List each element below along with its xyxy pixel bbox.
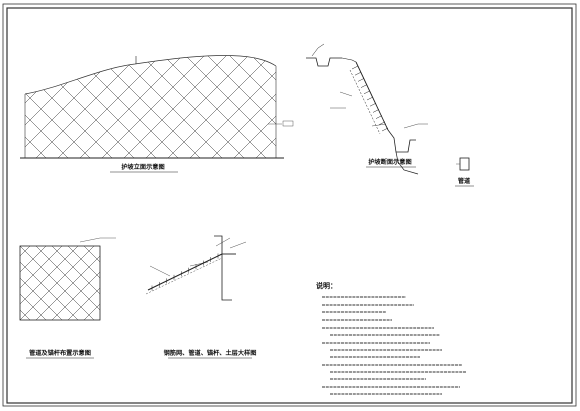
- crest-line: [341, 57, 357, 63]
- section-anchor: [363, 90, 371, 95]
- section-caption: 护坡断面示意图: [368, 158, 411, 166]
- mesh-line: [20, 261, 79, 320]
- inner-frame: [6, 7, 573, 404]
- anchor-layout-view: 管道及锚杆布置示意图: [19, 237, 116, 359]
- section-leader-1: [339, 91, 353, 97]
- mesh-line: [278, 38, 398, 158]
- mesh-line: [83, 246, 100, 263]
- detail-anchor-sleeve: [145, 257, 223, 295]
- mesh-line: [25, 55, 69, 159]
- layout-boundary: [19, 245, 101, 321]
- section-leader-3: [371, 123, 387, 127]
- section-anchor: [369, 102, 377, 107]
- layout-caption: 管道及锚杆布置示意图: [29, 349, 91, 357]
- mesh-detail-view: [145, 235, 252, 359]
- detail-leader-1: [229, 241, 247, 249]
- section-view: [306, 43, 428, 175]
- mesh-line: [35, 246, 100, 311]
- detail-leader-3: [149, 265, 171, 277]
- detail-leader-4: [189, 261, 209, 267]
- notes-body: [322, 296, 466, 395]
- mesh-line: [211, 55, 276, 159]
- mesh-line: [233, 55, 276, 159]
- mesh-line: [25, 55, 113, 159]
- elevation-caption: 护坡立面示意图: [121, 163, 164, 171]
- mesh-line: [25, 55, 91, 159]
- mesh-line: [278, 38, 398, 158]
- mesh-line: [189, 55, 276, 159]
- mesh-line: [83, 303, 100, 320]
- drain-pipe-detail: 管道: [455, 157, 474, 187]
- notes-block: 说明：: [316, 281, 466, 395]
- mesh-line: [0, 38, 2, 158]
- mesh-line: [25, 55, 91, 159]
- section-anchor: [351, 65, 359, 70]
- mesh-line: [300, 38, 420, 158]
- mesh-line: [20, 246, 31, 257]
- drain-pipe-rect: [459, 157, 470, 171]
- toe-line: [395, 151, 419, 175]
- layout-mesh-hatch: [20, 246, 100, 320]
- top-drain-ditch: [306, 57, 342, 67]
- drain-pipe-caption: 管道: [458, 177, 471, 185]
- top-ditch-detail: [311, 43, 325, 57]
- mesh-line: [0, 38, 2, 158]
- layout-leader: [79, 237, 101, 243]
- mesh-line: [51, 246, 100, 295]
- detail-caption: 钢筋网、管道、锚杆、土层大样图: [164, 349, 257, 357]
- mesh-line: [167, 55, 276, 159]
- elevation-callout-box: [282, 120, 294, 127]
- mesh-line: [300, 38, 420, 158]
- section-anchor: [366, 96, 374, 101]
- mesh-line: [20, 246, 47, 273]
- mesh-line: [25, 55, 69, 159]
- section-anchor: [378, 121, 386, 126]
- detail-anchor-bar: [147, 253, 223, 291]
- toe-drain-ditch: [387, 129, 416, 153]
- mesh-line: [233, 55, 276, 159]
- mesh-line: [25, 55, 113, 159]
- slope-inner-line: [349, 69, 381, 135]
- section-anchor: [360, 84, 368, 88]
- mesh-line: [20, 277, 63, 320]
- section-leader-4: [403, 123, 419, 129]
- section-anchor: [381, 127, 389, 132]
- section-anchors: [351, 65, 389, 132]
- mesh-line: [20, 293, 47, 320]
- notes-heading: 说明：: [316, 281, 337, 290]
- mesh-line: [255, 55, 276, 159]
- section-anchor: [372, 109, 380, 113]
- detail-wall: [214, 235, 232, 301]
- mesh-line: [0, 38, 24, 158]
- mesh-line: [25, 55, 47, 159]
- section-anchor: [357, 78, 365, 82]
- mesh-line: [20, 309, 31, 320]
- mesh-line: [20, 246, 95, 320]
- slope-face: [355, 61, 389, 131]
- section-anchor: [375, 115, 383, 119]
- mesh-line: [67, 246, 100, 279]
- elevation-top-profile: [24, 55, 277, 95]
- mesh-line: [67, 287, 100, 320]
- detail-leader-2: [215, 237, 231, 247]
- section-anchor: [354, 71, 362, 76]
- mesh-line: [0, 38, 24, 158]
- elevation-view: 护坡立面示意图: [0, 38, 420, 173]
- outer-frame: [2, 3, 577, 407]
- detail-anchor-ticks: [151, 253, 219, 291]
